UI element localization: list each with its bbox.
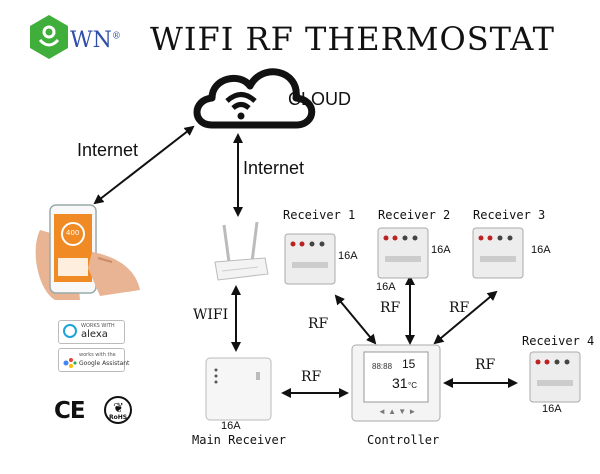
receiver-2-rating: 16A — [431, 244, 451, 256]
controller-device: 88:88 15 31 °C ◄ ▲ ▼ ► — [351, 344, 441, 422]
main-receiver-rating: 16A — [221, 420, 241, 432]
receiver-2-extra-rating: 16A — [376, 281, 396, 293]
svg-text:◄ ▲ ▼ ►: ◄ ▲ ▼ ► — [378, 407, 416, 416]
controller-setpoint: 15 — [402, 357, 416, 371]
receiver-1-device — [284, 233, 336, 285]
internet-label-left: Internet — [77, 140, 139, 160]
receiver-4-name: Receiver 4 — [522, 334, 595, 348]
receiver-2-device — [377, 227, 429, 279]
rohs-mark: ❦ RoHS — [104, 396, 132, 424]
brand-logo — [28, 14, 70, 60]
rohs-text: RoHS — [109, 414, 128, 421]
google-top-text: works with the — [79, 352, 116, 358]
rf-arrow-r1 — [334, 294, 377, 345]
rf-label-r4: RF — [475, 357, 496, 373]
google-assistant-icon — [63, 354, 77, 368]
receiver-1-rating: 16A — [338, 250, 358, 262]
alexa-badge: WORKS WITH alexa — [58, 320, 125, 344]
cloud-label: CLOUD — [288, 89, 352, 109]
google-assistant-badge: works with the Google Assistant — [58, 348, 129, 372]
receiver-4-device — [529, 351, 581, 403]
brand-hexagon-icon — [30, 15, 68, 59]
page-title: WIFI RF THERMOSTAT — [150, 20, 555, 58]
brand-name: WN® — [70, 28, 121, 53]
rf-arrow-r3 — [433, 290, 498, 345]
receiver-4-rating: 16A — [542, 403, 562, 415]
rf-label-r3: RF — [449, 300, 470, 316]
router-icon — [214, 221, 269, 281]
main-receiver-device — [205, 357, 272, 421]
wifi-label: WIFI — [193, 307, 229, 323]
receiver-3-name: Receiver 3 — [473, 208, 546, 222]
controller-temperature: 31 — [392, 375, 408, 391]
rf-label-main: RF — [301, 369, 322, 385]
rf-label-r2: RF — [380, 300, 401, 316]
google-text: Google Assistant — [79, 360, 130, 367]
smartphone-icon — [35, 204, 140, 300]
controller-name: Controller — [367, 433, 440, 447]
cloud-icon — [193, 68, 316, 129]
rohs-leaf-icon: ❦ — [113, 401, 124, 416]
alexa-text: alexa — [81, 329, 108, 340]
receiver-3-device — [472, 227, 524, 279]
receiver-2-name: Receiver 2 — [378, 208, 451, 222]
svg-text:88:88: 88:88 — [372, 362, 393, 371]
svg-text:°C: °C — [408, 381, 417, 390]
ce-mark: CE — [54, 398, 86, 424]
receiver-3-rating: 16A — [531, 244, 551, 256]
internet-label-right: Internet — [243, 158, 305, 178]
main-receiver-name: Main Receiver — [192, 433, 286, 447]
alexa-top-text: WORKS WITH — [81, 323, 115, 329]
internet-arrow-phone — [93, 125, 195, 205]
phone-screen-value: 400 — [66, 229, 80, 237]
rf-label-r1: RF — [308, 316, 329, 332]
receiver-1-name: Receiver 1 — [283, 208, 356, 222]
alexa-icon — [63, 324, 77, 338]
